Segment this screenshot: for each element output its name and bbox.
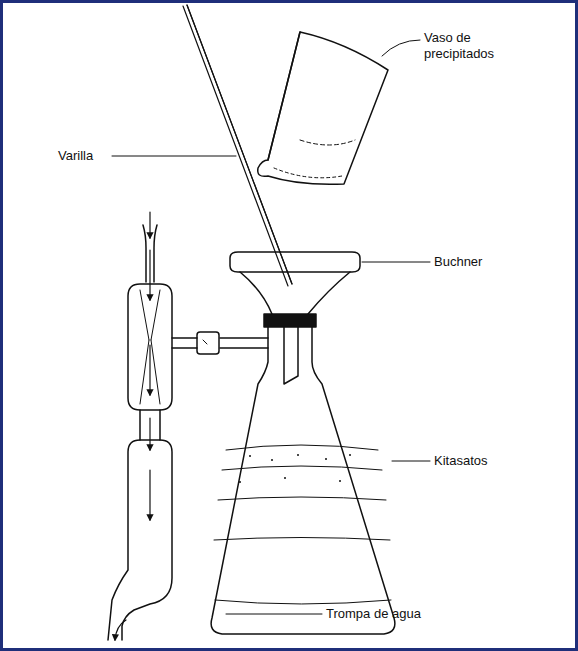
beaker — [187, 5, 388, 284]
part-label: Trompa de agua — [326, 606, 421, 622]
leader-lines — [112, 40, 430, 614]
flow-arrows — [115, 212, 150, 640]
part-label: Buchner — [434, 254, 482, 270]
part-label: Vaso de precipitados — [424, 30, 510, 62]
part-label: Kitasatos — [434, 453, 487, 469]
buchner-funnel — [230, 252, 360, 384]
water-pump — [108, 225, 197, 640]
kitasatos-flask — [211, 318, 395, 634]
rubber-stopper — [264, 314, 316, 327]
part-label: Varilla — [58, 148, 93, 164]
rubber-connector — [197, 332, 219, 354]
